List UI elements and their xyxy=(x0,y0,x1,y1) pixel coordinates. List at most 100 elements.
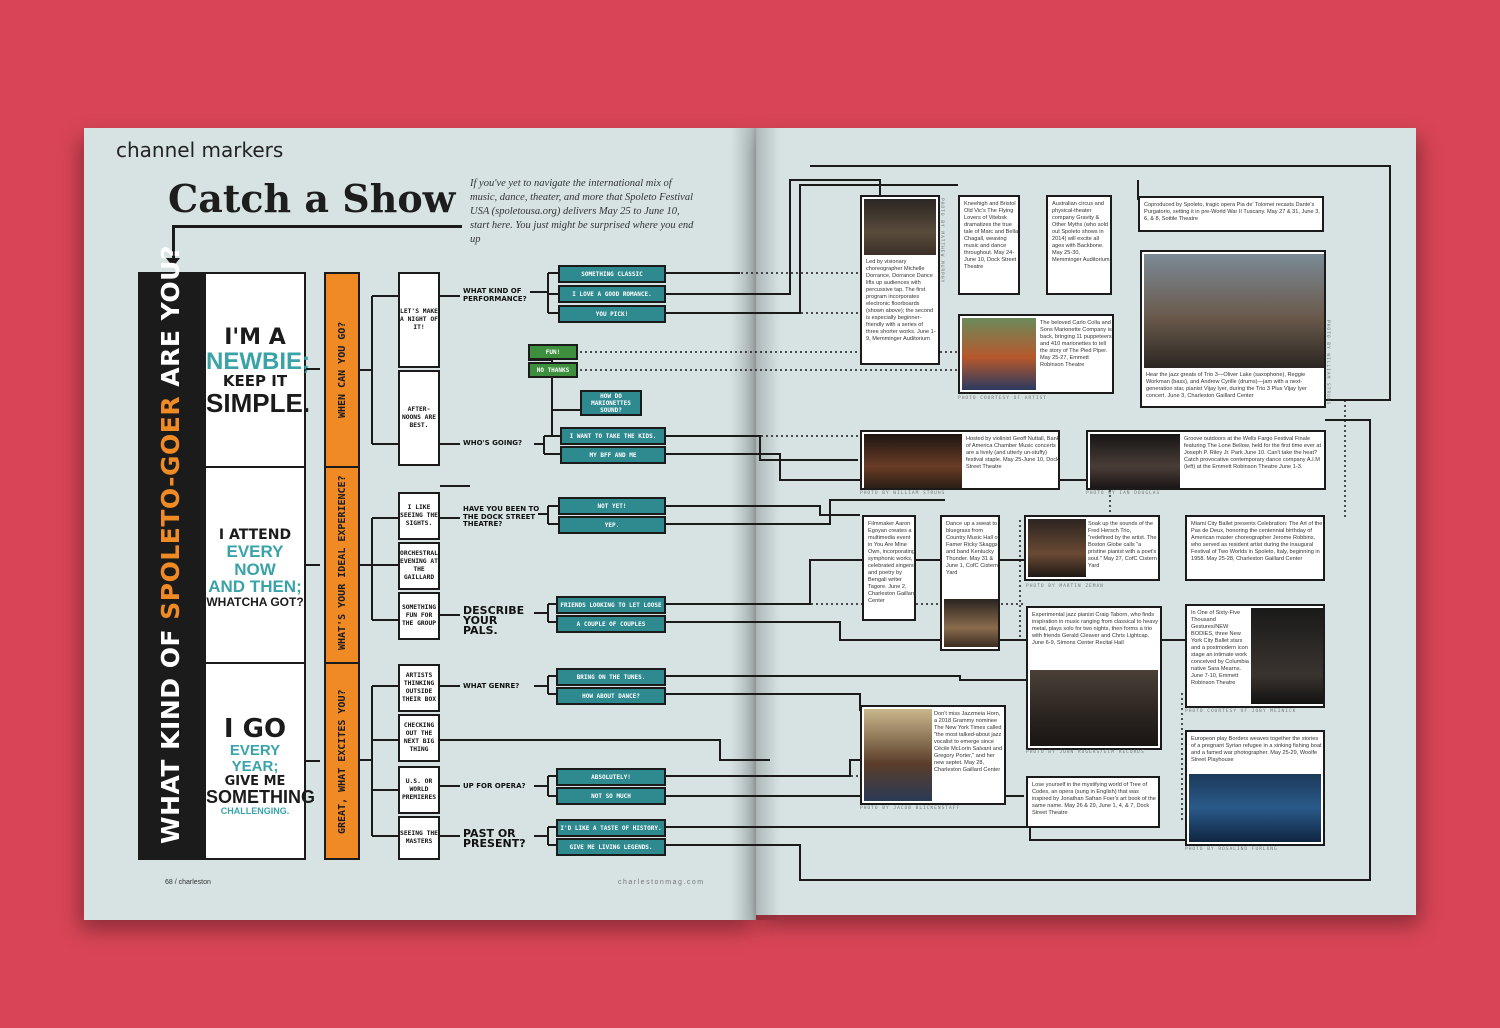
card-borders[interactable]: Europeon play Borders weaves together th… xyxy=(1185,730,1325,846)
photo-skaggs xyxy=(944,599,998,647)
answer-kids[interactable]: I WANT TO TAKE THE KIDS. xyxy=(560,427,666,445)
answer-dance[interactable]: HOW ABOUT DANCE? xyxy=(556,687,666,705)
answer-classic[interactable]: SOMETHING CLASSIC xyxy=(558,265,666,283)
answer-romance[interactable]: I LOVE A GOOD ROMANCE. xyxy=(558,285,666,303)
q-dock-street: HAVE YOU BEEN TO THE DOCK STREET THEATRE… xyxy=(463,505,540,528)
caption-horn: Don't miss Jazzmeia Horn, a 2018 Grammy … xyxy=(934,711,1003,773)
card-pia[interactable]: Coproduced by Spoleto, tragic opera Pia … xyxy=(1138,196,1324,232)
page-title: Catch a Show xyxy=(168,176,456,221)
card-vitebsk[interactable]: Kneehigh and Bristol Old Vic's The Flyin… xyxy=(958,195,1020,295)
answer-you-pick[interactable]: YOU PICK! xyxy=(558,305,666,323)
option-premieres[interactable]: U.S. OR WORLD PREMIERES xyxy=(398,766,440,814)
answer-not-so-much[interactable]: NOT SO MUCH xyxy=(556,787,666,805)
card-taborn[interactable]: Experimental jazz pianist Craig Taborn, … xyxy=(1026,606,1162,750)
question-when: WHEN CAN YOU GO? xyxy=(324,272,360,468)
option-orchestral[interactable]: ORCHESTRAL EVENING AT THE GAILLARD xyxy=(398,542,440,590)
answer-tunes[interactable]: BRING ON THE TUNES. xyxy=(556,668,666,686)
option-artists[interactable]: ARTISTS THINKING OUTSIDE THEIR BOX xyxy=(398,664,440,712)
answer-marionettes[interactable]: HOW DO MARIONETTES SOUND? xyxy=(580,390,642,416)
caption-vitebsk: Kneehigh and Bristol Old Vic's The Flyin… xyxy=(964,201,1019,270)
answer-absolutely[interactable]: ABSOLUTELY! xyxy=(556,768,666,786)
level-regular-line3: GIVE ME xyxy=(224,773,286,789)
photo-aim-dance xyxy=(1090,434,1180,488)
card-horn[interactable]: Don't miss Jazzmeia Horn, a 2018 Grammy … xyxy=(860,705,1006,805)
answer-yep[interactable]: YEP. xyxy=(558,516,666,534)
credit-trio3: PHOTO BY WILLIAM STRUHS xyxy=(1325,320,1330,406)
option-afternoons[interactable]: AFTER-NOONS ARE BEST. xyxy=(398,370,440,466)
credit-horn: PHOTO BY JACOB BLICKENSTAFF xyxy=(860,806,961,811)
photo-borders xyxy=(1189,774,1321,842)
photo-jazzmeia-horn xyxy=(864,709,932,801)
level-occasional-line3: AND THEN; xyxy=(208,577,302,597)
option-group[interactable]: SOMETHING FUN FOR THE GROUP xyxy=(398,592,440,640)
credit-borders: PHOTO BY ROSALIND FURLONG xyxy=(1185,847,1278,852)
q-pals: DESCRIBE YOUR PALS. xyxy=(463,604,525,637)
arrow-down-icon xyxy=(166,258,180,267)
answer-no-thanks[interactable]: NO THANKS xyxy=(528,362,578,378)
answer-couples[interactable]: A COUPLE OF COUPLES xyxy=(556,615,666,633)
credit-dorrance: PHOTO BY MATTHEW MURPHY xyxy=(939,198,944,284)
main-question-bar: WHAT KIND OF SPOLETO-GOER ARE YOU? xyxy=(138,245,206,860)
level-regular[interactable]: I GO EVERY YEAR; GIVE ME SOMETHING CHALL… xyxy=(204,662,315,860)
q-performance: WHAT KIND OF PERFORMANCE? xyxy=(463,287,527,303)
q-genre: WHAT GENRE? xyxy=(463,682,520,690)
level-occasional[interactable]: I ATTEND EVERY NOW AND THEN; WHATCHA GOT… xyxy=(204,466,306,664)
card-dorrance[interactable]: Led by visionary choreographer Michelle … xyxy=(860,195,940,365)
card-miami[interactable]: Miami City Ballet presents Celebration: … xyxy=(1185,515,1325,581)
answer-legends[interactable]: GIVE ME LIVING LEGENDS. xyxy=(556,838,666,856)
title-connector-down xyxy=(172,225,175,261)
level-regular-line1: I GO xyxy=(223,714,287,744)
section-label: channel markers xyxy=(116,138,284,162)
connector xyxy=(306,760,320,762)
card-colla[interactable]: The beloved Carlo Colla and Sons Marione… xyxy=(958,314,1114,394)
caption-pia: Coproduced by Spoleto, tragic opera Pia … xyxy=(1144,202,1320,222)
photo-trio3 xyxy=(1144,254,1324,368)
option-night[interactable]: LET'S MAKE A NIGHT OF IT! xyxy=(398,272,440,368)
folio-left: 68 / charleston xyxy=(165,879,211,886)
level-regular-line5: CHALLENGING. xyxy=(220,806,290,817)
card-wells[interactable]: Groove outdoors at the Wells Fargo Festi… xyxy=(1086,430,1326,490)
card-mine-own[interactable]: Filmmaker Aaron Egoyan creates a multime… xyxy=(862,515,916,621)
intro-text: If you've yet to navigate the internatio… xyxy=(470,178,694,245)
photo-taborn xyxy=(1030,670,1158,746)
caption-hersch: Soak up the sounds of the Fred Hersch Tr… xyxy=(1088,521,1157,569)
credit-colla: PHOTO COURTESY OF ARTIST xyxy=(958,396,1048,401)
caption-colla: The beloved Carlo Colla and Sons Marione… xyxy=(1040,320,1112,368)
answer-let-loose[interactable]: FRIENDS LOOKING TO LET LOOSE xyxy=(556,596,666,614)
card-backbone[interactable]: Australian circus and physical-theater c… xyxy=(1046,195,1112,295)
card-trio3[interactable]: Hear the jazz greats of Trio 3—Oliver La… xyxy=(1140,250,1326,408)
caption-taborn: Experimental jazz pianist Craig Taborn, … xyxy=(1032,612,1158,646)
answer-bff[interactable]: MY BFF AND ME xyxy=(560,446,666,464)
caption-dorrance: Led by visionary choreographer Michelle … xyxy=(866,259,936,342)
credit-wells: PHOTO BY IAN DOUGLAS xyxy=(1086,491,1161,496)
option-next-big[interactable]: CHECKING OUT THE NEXT BIG THING xyxy=(398,714,440,762)
level-occasional-line1: I ATTEND xyxy=(218,527,292,543)
connector xyxy=(306,368,320,370)
level-newbie-line3: KEEP IT xyxy=(222,372,288,391)
answer-history[interactable]: I'D LIKE A TASTE OF HISTORY. xyxy=(556,819,666,837)
caption-trio3: Hear the jazz greats of Trio 3—Oliver La… xyxy=(1146,372,1307,399)
credit-chamber: PHOTO BY WILLIAM STRUHS xyxy=(860,491,946,496)
level-regular-line2: EVERY YEAR; xyxy=(229,742,281,776)
option-masters[interactable]: SEEING THE MASTERS xyxy=(398,816,440,860)
caption-sixty-five: In One of Sixty-Five Thousand Gestures/N… xyxy=(1191,610,1249,686)
card-hersch[interactable]: Soak up the sounds of the Fred Hersch Tr… xyxy=(1024,515,1160,581)
credit-sixty-five: PHOTO COURTESY OF JOBY MEINICK xyxy=(1185,709,1297,714)
answer-fun[interactable]: FUN! xyxy=(528,344,578,360)
caption-chamber: Hosted by violinist Geoff Nuttall, Bank … xyxy=(966,436,1060,470)
photo-marionettes xyxy=(962,318,1036,390)
level-newbie-line2: NEWBIE; xyxy=(206,348,310,376)
level-newbie-line4: SIMPLE. xyxy=(206,388,311,419)
caption-tree-of-codes: Lose yourself in the mystifying world of… xyxy=(1032,782,1156,816)
card-tree-of-codes[interactable]: Lose yourself in the mystifying world of… xyxy=(1026,776,1160,828)
connector xyxy=(306,564,320,566)
caption-skaggs: Dance up a sweat to bluegrass from Count… xyxy=(946,521,1000,576)
card-chamber[interactable]: Hosted by violinist Geoff Nuttall, Bank … xyxy=(860,430,1060,490)
card-sixty-five[interactable]: In One of Sixty-Five Thousand Gestures/N… xyxy=(1185,604,1325,708)
answer-not-yet[interactable]: NOT YET! xyxy=(558,497,666,515)
caption-mine-own: Filmmaker Aaron Egoyan creates a multime… xyxy=(868,521,916,604)
question-experience: WHAT'S YOUR IDEAL EXPERIENCE? xyxy=(324,466,360,664)
option-sights[interactable]: I LIKE SEEING THE SIGHTS. xyxy=(398,492,440,540)
card-skaggs[interactable]: Dance up a sweat to bluegrass from Count… xyxy=(940,515,1000,651)
